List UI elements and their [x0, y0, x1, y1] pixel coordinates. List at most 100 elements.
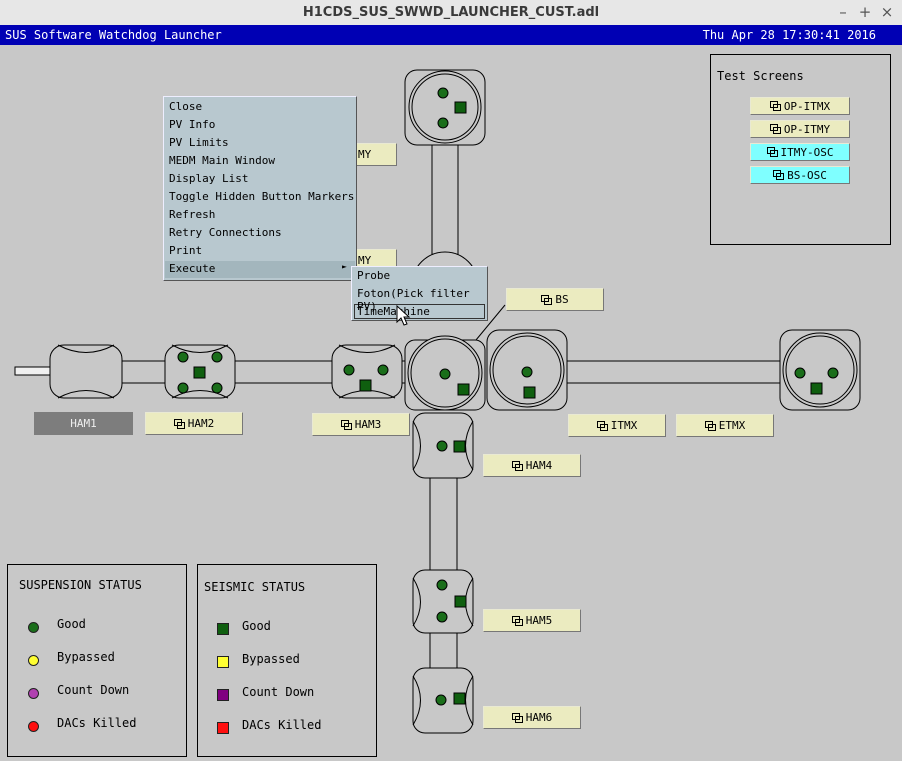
- submenu-selection: [354, 304, 485, 319]
- ham2-label: HAM2: [187, 417, 215, 430]
- cursor-icon: [396, 305, 411, 326]
- bs-button[interactable]: BS: [506, 288, 604, 311]
- related-display-icon: [173, 418, 185, 429]
- itmy-osc-label: ITMY-OSC: [780, 145, 834, 159]
- vertical-tube-bottom2: [429, 632, 458, 669]
- menu-item-toggle-markers[interactable]: Toggle Hidden Button Markers: [169, 190, 355, 203]
- etmx-button[interactable]: ETMX: [676, 414, 774, 437]
- legend-count-down: Count Down: [242, 685, 315, 699]
- ham5-chamber: [412, 569, 474, 634]
- window-title: H1CDS_SUS_SWWD_LAUNCHER_CUST.adl: [302, 5, 600, 20]
- bs-chamber: [404, 335, 486, 411]
- bypassed-square-icon: [217, 656, 229, 668]
- ham2-chamber: [164, 344, 236, 399]
- datetime: Thu Apr 28 17:30:41 2016: [702, 28, 876, 42]
- ham5-button[interactable]: HAM5: [483, 609, 581, 632]
- test-screens-title: Test Screens: [717, 69, 804, 83]
- etmx-chamber: [779, 329, 861, 411]
- ham1-label: HAM1: [70, 417, 97, 430]
- partial-label: MY: [358, 254, 372, 267]
- menu-item-display-list[interactable]: Display List: [169, 172, 249, 185]
- related-display-icon: [541, 294, 553, 305]
- bypassed-dot-icon: [28, 655, 39, 666]
- ham6-button[interactable]: HAM6: [483, 706, 581, 729]
- dacs-killed-dot-icon: [28, 721, 39, 732]
- itmx-chamber: [486, 329, 568, 411]
- submenu-item-foton[interactable]: Foton(Pick filter PV): [357, 287, 470, 313]
- legend-count-down: Count Down: [57, 683, 130, 697]
- menu-item-print[interactable]: Print: [169, 244, 203, 257]
- ham1-chamber: [49, 344, 123, 399]
- related-display-icon: [766, 147, 778, 157]
- submenu-item-timemachine[interactable]: TimeMachine: [357, 305, 430, 318]
- dacs-killed-square-icon: [217, 722, 229, 734]
- op-itmx-label: OP-ITMX: [783, 99, 831, 113]
- menu-item-retry[interactable]: Retry Connections: [169, 226, 282, 239]
- itmy-chamber: [404, 69, 486, 146]
- related-display-icon: [511, 460, 523, 471]
- test-screens-panel: Test Screens: [710, 54, 891, 245]
- ham5-label: HAM5: [525, 614, 553, 627]
- vertical-tube-top: [431, 144, 459, 256]
- legend-dacs-killed: DACs Killed: [242, 718, 322, 732]
- related-display-icon: [511, 615, 523, 626]
- suspension-status-title: SUSPENSION STATUS: [19, 578, 142, 592]
- itmy-osc-button[interactable]: ITMY-OSC: [750, 143, 850, 161]
- good-square-icon: [217, 623, 229, 635]
- menu-item-close[interactable]: Close: [169, 100, 203, 113]
- suspension-status-panel: SUSPENSION STATUS Good Bypassed Count Do…: [7, 564, 187, 757]
- bs-label: BS: [555, 293, 569, 306]
- maximize-icon[interactable]: +: [858, 3, 872, 21]
- related-display-icon: [704, 420, 716, 431]
- op-itmx-button[interactable]: OP-ITMX: [750, 97, 850, 115]
- submenu-item-probe[interactable]: Probe: [357, 269, 391, 282]
- bs-osc-button[interactable]: BS-OSC: [750, 166, 850, 184]
- legend-bypassed: Bypassed: [57, 650, 115, 664]
- ham3-label: HAM3: [354, 418, 382, 431]
- seismic-status-title: SEISMIC STATUS: [204, 580, 306, 594]
- close-icon[interactable]: ×: [880, 3, 894, 21]
- menu-item-execute[interactable]: Execute: [169, 262, 216, 275]
- vertical-tube-bottom: [429, 477, 458, 571]
- itmy-label-partial: MY: [358, 148, 372, 161]
- related-display-icon: [769, 124, 781, 134]
- op-itmy-button[interactable]: OP-ITMY: [750, 120, 850, 138]
- menu-item-medm-main[interactable]: MEDM Main Window: [169, 154, 275, 167]
- execute-submenu: Probe Foton(Pick filter PV) TimeMachine: [351, 266, 488, 321]
- legend-bypassed: Bypassed: [242, 652, 300, 666]
- menu-item-pv-info[interactable]: PV Info: [169, 118, 216, 131]
- app-header: SUS Software Watchdog Launcher Thu Apr 2…: [0, 25, 902, 45]
- etmx-label: ETMX: [718, 419, 746, 432]
- ham3-chamber: [331, 344, 403, 399]
- itmy-button-partial[interactable]: MY: [355, 143, 397, 166]
- itmx-button[interactable]: ITMX: [568, 414, 666, 437]
- related-display-icon: [773, 170, 785, 180]
- countdown-dot-icon: [28, 688, 39, 699]
- related-display-icon: [769, 101, 781, 111]
- itmx-label: ITMX: [610, 419, 638, 432]
- related-display-icon: [596, 420, 608, 431]
- ham4-button[interactable]: HAM4: [483, 454, 581, 477]
- related-display-icon: [511, 712, 523, 723]
- ham1-pipe: [14, 366, 51, 376]
- ham6-chamber: [412, 667, 474, 734]
- legend-dacs-killed: DACs Killed: [57, 716, 137, 730]
- legend-good: Good: [242, 619, 271, 633]
- ham2-button[interactable]: HAM2: [145, 412, 243, 435]
- execute-highlight: [165, 261, 355, 278]
- ham1-button[interactable]: HAM1: [34, 412, 133, 435]
- menu-item-refresh[interactable]: Refresh: [169, 208, 216, 221]
- context-menu: Close PV Info PV Limits MEDM Main Window…: [163, 96, 357, 281]
- countdown-square-icon: [217, 689, 229, 701]
- ham3-button[interactable]: HAM3: [312, 413, 410, 436]
- ham6-label: HAM6: [525, 711, 553, 724]
- ham4-chamber: [412, 412, 474, 479]
- related-display-icon: [340, 419, 352, 430]
- beam-tube-right: [564, 360, 781, 384]
- app-title: SUS Software Watchdog Launcher: [5, 28, 222, 42]
- seismic-status-panel: SEISMIC STATUS Good Bypassed Count Down …: [197, 564, 377, 757]
- menu-item-pv-limits[interactable]: PV Limits: [169, 136, 229, 149]
- submenu-arrow-icon: ►: [342, 262, 347, 271]
- minimize-icon[interactable]: –: [839, 3, 847, 21]
- legend-good: Good: [57, 617, 86, 631]
